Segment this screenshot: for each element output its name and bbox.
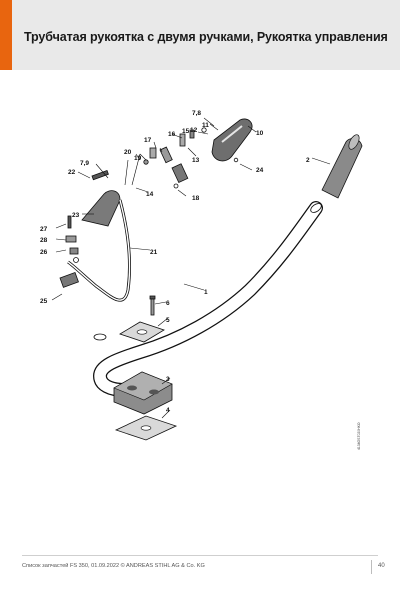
part-label-15: 15 xyxy=(182,128,190,135)
page-number: 40 xyxy=(378,563,385,569)
part-label-17: 17 xyxy=(144,137,152,144)
throttle-cable xyxy=(67,153,141,302)
part-label-10: 10 xyxy=(256,130,264,137)
part-label-20: 20 xyxy=(124,149,132,156)
trigger-lever xyxy=(81,170,121,227)
part-label-23: 23 xyxy=(72,212,80,219)
part-label-7-9: 7,9 xyxy=(80,160,89,167)
throttle-mechanism xyxy=(143,127,239,189)
exploded-parts-diagram: 1 2 3 4 5 6 7,8 7,9 10 11 12 13 14 15 16… xyxy=(40,110,363,450)
part-label-19: 19 xyxy=(134,155,142,162)
clamp-upper xyxy=(119,321,165,343)
footer-text: Список запчастей FS 350, 01.09.2022 © AN… xyxy=(22,563,205,569)
control-handle xyxy=(211,118,253,162)
part-label-25: 25 xyxy=(40,298,48,305)
part-label-6: 6 xyxy=(166,300,170,307)
part-label-28: 28 xyxy=(40,237,48,244)
part-label-18: 18 xyxy=(192,195,200,202)
drawing-code: 4134GST020HKO xyxy=(357,422,361,450)
page-header: Трубчатая рукоятка с двумя ручками, Руко… xyxy=(0,0,400,70)
screw xyxy=(149,295,156,316)
clamp-block xyxy=(113,371,173,415)
part-labels: 1 2 3 4 5 6 7,8 7,9 10 11 12 13 14 15 16… xyxy=(40,110,310,414)
page-title: Трубчатая рукоятка с двумя ручками, Руко… xyxy=(24,30,388,44)
part-label-14: 14 xyxy=(146,191,154,198)
footer-divider xyxy=(371,560,372,574)
switch-assembly xyxy=(59,215,79,288)
part-label-16: 16 xyxy=(168,131,176,138)
part-label-4: 4 xyxy=(166,407,170,414)
header-accent-bar xyxy=(0,0,12,70)
part-label-21: 21 xyxy=(150,249,158,256)
part-label-2: 2 xyxy=(306,157,310,164)
part-label-5: 5 xyxy=(166,317,170,324)
part-label-27: 27 xyxy=(40,226,48,233)
part-label-26: 26 xyxy=(40,249,48,256)
part-label-12: 12 xyxy=(190,127,198,134)
clamp-lower xyxy=(114,415,178,441)
leader-lines xyxy=(51,117,331,419)
part-label-3: 3 xyxy=(166,376,170,383)
part-label-22: 22 xyxy=(68,169,76,176)
part-label-13: 13 xyxy=(192,157,200,164)
footer-rule xyxy=(22,555,378,556)
handle-grip xyxy=(321,134,363,199)
part-label-1: 1 xyxy=(204,289,208,296)
part-label-11: 11 xyxy=(202,122,209,129)
part-label-7-8: 7,8 xyxy=(192,110,201,117)
handlebar-tube xyxy=(92,201,323,398)
part-label-24: 24 xyxy=(256,167,264,174)
